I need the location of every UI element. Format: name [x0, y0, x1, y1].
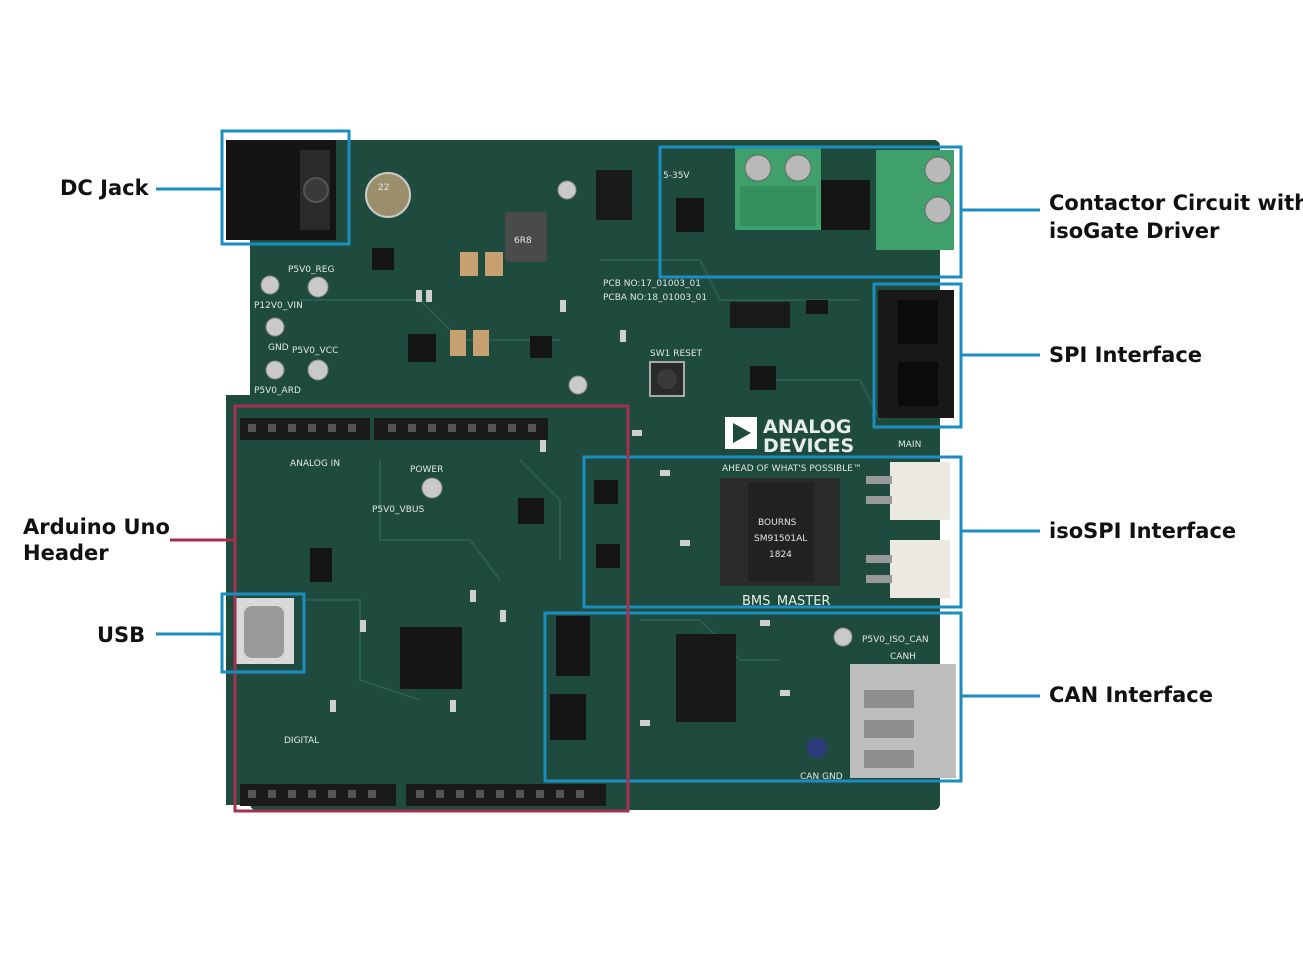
- contactor-terminal-2: [876, 150, 954, 250]
- transformer-date: 1824: [769, 550, 792, 560]
- can-transceiver: [676, 634, 736, 722]
- reset-label: SW1 RESET: [650, 349, 703, 359]
- canh-label: CANH: [890, 652, 916, 662]
- arduino-header-top: [240, 418, 548, 440]
- pcb-number: PCB NO:17_01003_01: [603, 279, 701, 289]
- test-points: [260, 180, 853, 647]
- spi-label: SPI Interface: [1049, 343, 1203, 367]
- isospi-transformer-top: [748, 482, 814, 582]
- can-gnd-label: CAN GND: [800, 772, 843, 782]
- pcb-body: [250, 140, 940, 810]
- contactor-label-line1: Contactor Circuit with: [1049, 191, 1303, 215]
- jumper-block: [730, 302, 790, 328]
- isospi-connector-main: [866, 462, 950, 520]
- can-label: CAN Interface: [1049, 683, 1213, 707]
- capacitor-value: 22: [378, 183, 389, 193]
- transformer-part: SM91501AL: [754, 534, 807, 544]
- brand-analog: ANALOG: [763, 416, 852, 438]
- isospi-connector-aux: [866, 540, 950, 598]
- arduino-label-line2: Header: [23, 541, 109, 565]
- smd-components: [330, 290, 790, 726]
- isospi-label: isoSPI Interface: [1049, 519, 1237, 543]
- can-connector-latch-2: [864, 720, 914, 738]
- inductor: [505, 212, 547, 262]
- arduino-header-bottom: [240, 784, 606, 806]
- reset-button-cap: [657, 369, 677, 389]
- can-connector-latch-3: [864, 750, 914, 768]
- usb-connector-port: [244, 606, 284, 658]
- ceramic-capacitors: [450, 252, 503, 356]
- label-p5v0-vcc: P5V0_VCC: [292, 346, 338, 356]
- digital-label: DIGITAL: [284, 736, 319, 746]
- power-label: POWER: [410, 465, 443, 475]
- dc-jack-label: DC Jack: [60, 176, 149, 200]
- contactor-terminal-1: [735, 148, 821, 230]
- arduino-box: [233, 404, 630, 813]
- analog-devices-logo-triangle: [733, 423, 751, 443]
- brand-tagline: AHEAD OF WHAT'S POSSIBLE™: [722, 464, 862, 474]
- brand-devices: DEVICES: [763, 435, 854, 457]
- p5v0-iso-can-label: P5V0_ISO_CAN: [862, 635, 929, 645]
- electrolytic-capacitor: [365, 172, 411, 218]
- jtag-header: [596, 170, 632, 220]
- can-capacitor: [807, 738, 827, 758]
- analog-in-label: ANALOG IN: [290, 459, 340, 469]
- spi-connector-slot-1: [898, 300, 938, 344]
- transformer-brand: BOURNS: [758, 518, 797, 528]
- pcba-number: PCBA NO:18_01003_01: [603, 293, 707, 303]
- contactor-box: [658, 145, 963, 279]
- label-p5v0-ard: P5V0_ARD: [254, 386, 301, 396]
- spi-connector-slot-2: [898, 362, 938, 406]
- can-connector-latch-1: [864, 690, 914, 708]
- label-p12v0-vin: P12V0_VIN: [254, 301, 303, 311]
- microcontroller: [400, 627, 462, 689]
- label-p5v0-vbus: P5V0_VBUS: [372, 505, 424, 515]
- ics: [310, 180, 870, 740]
- arduino-label-line1: Arduino Uno: [23, 515, 170, 539]
- board-name: BMS_MASTER: [742, 594, 830, 609]
- label-gnd: GND: [268, 343, 289, 353]
- contactor-label-line2: isoGate Driver: [1049, 219, 1220, 243]
- label-p5v0-reg: P5V0_REG: [288, 265, 334, 275]
- dc-jack-pin: [303, 177, 329, 203]
- header-pin-holes: [248, 424, 584, 798]
- voltage-label: 5-35V: [663, 171, 690, 181]
- inductor-label: 6R8: [514, 236, 532, 246]
- usb-label: USB: [97, 623, 146, 647]
- main-label: MAIN: [898, 440, 921, 450]
